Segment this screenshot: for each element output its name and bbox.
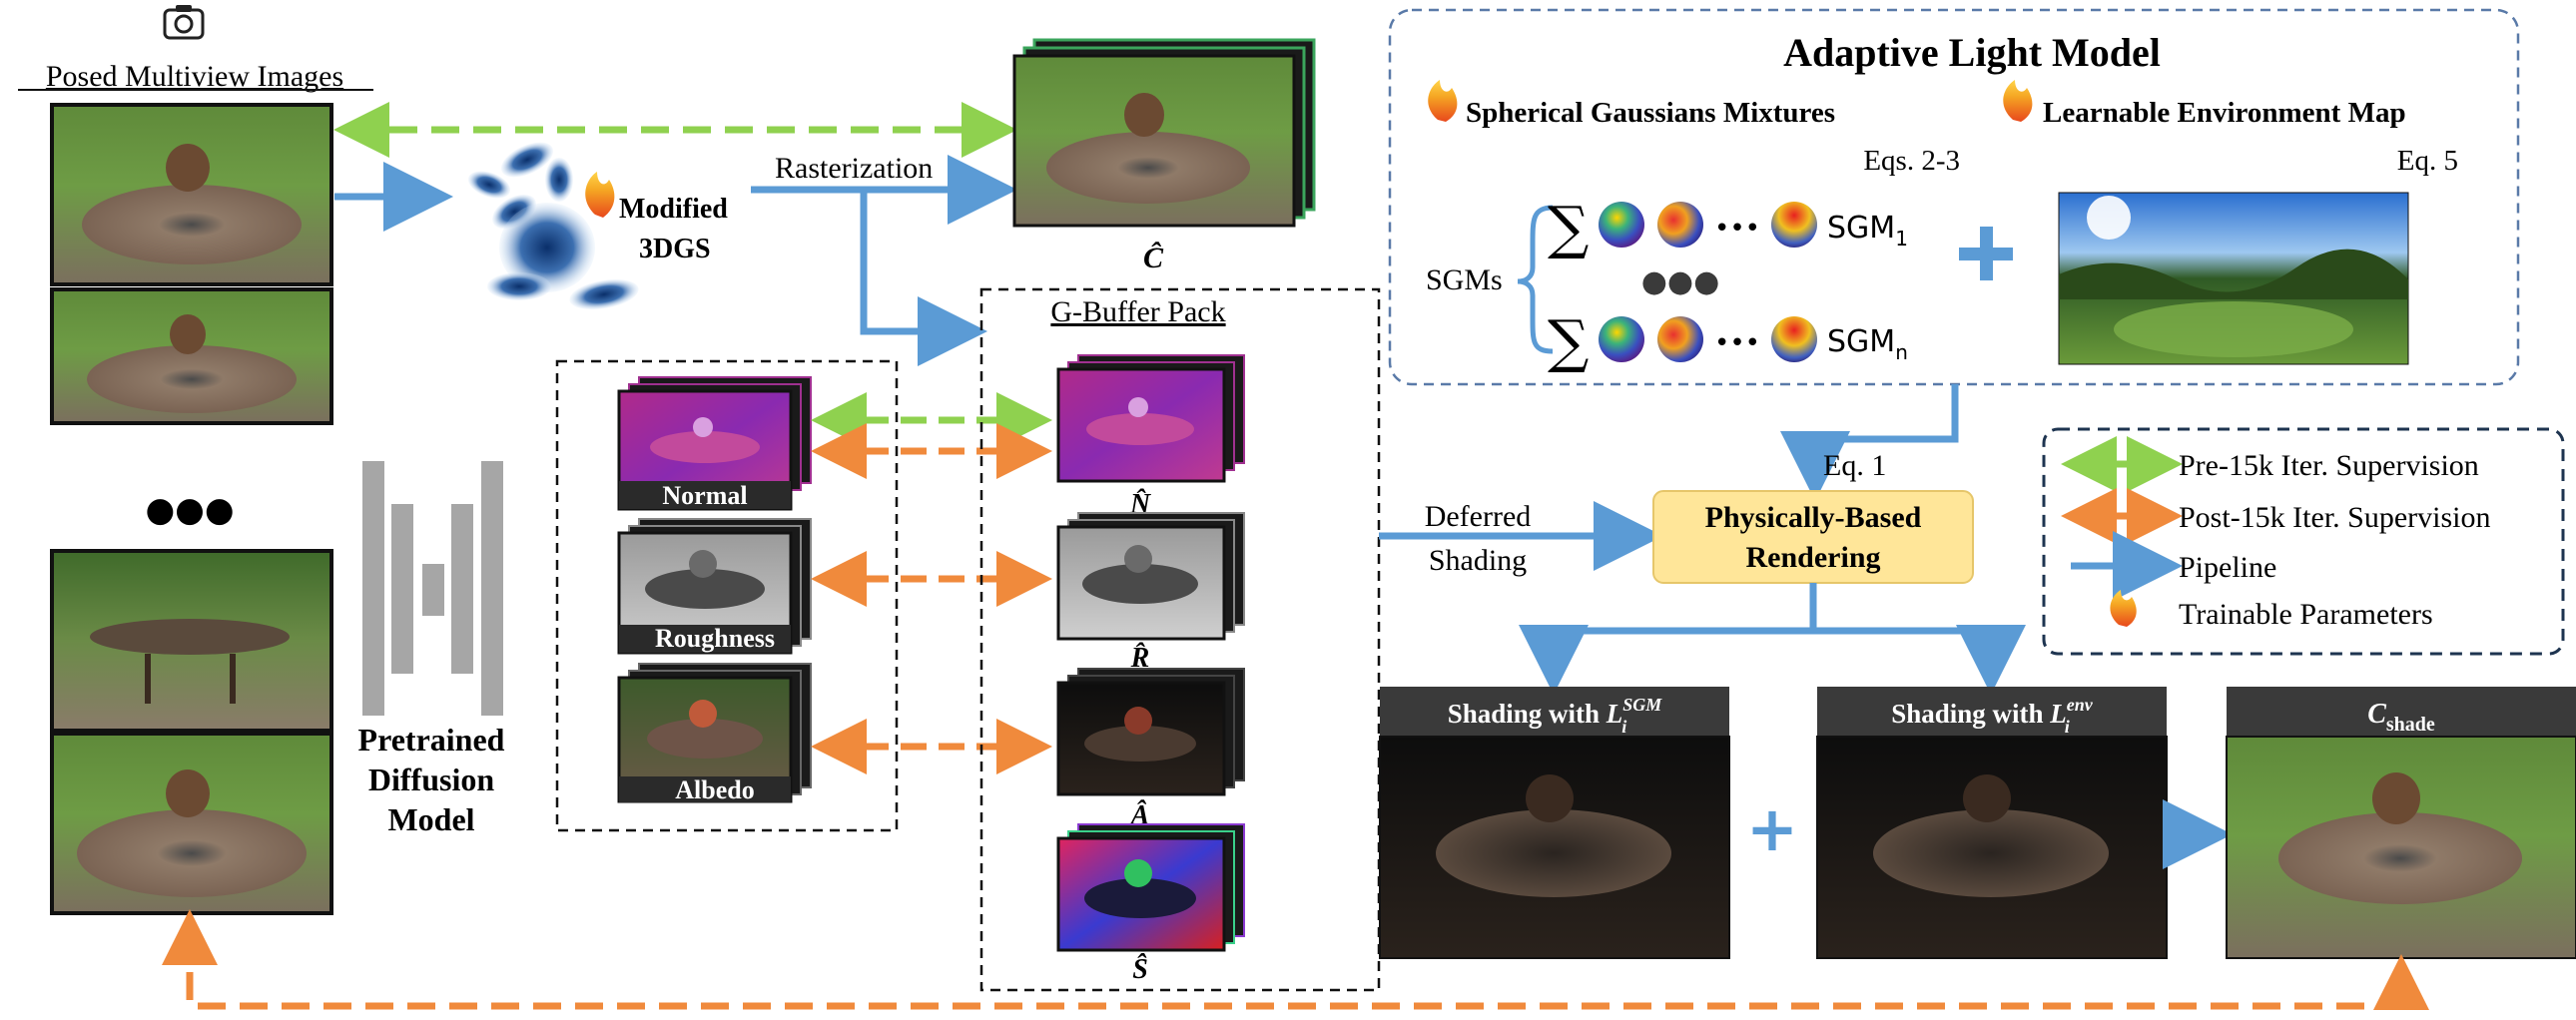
legend-pre-label: Pre-15k Iter. Supervision bbox=[2179, 449, 2479, 482]
gbuffer-albedo bbox=[1056, 668, 1245, 796]
flame-icon-sgm bbox=[1428, 80, 1458, 122]
gbuffer-r-hat: R̂ bbox=[1130, 642, 1150, 674]
sgms-brace bbox=[1517, 205, 1554, 354]
sg-sphere-1b bbox=[1657, 202, 1703, 248]
diffusion-label-1: Pretrained bbox=[358, 722, 505, 758]
light-model-plus bbox=[1959, 227, 2013, 280]
prior-roughness-label: Roughness bbox=[655, 624, 775, 653]
sgm-heading: Spherical Gaussians Mixtures bbox=[1466, 97, 1835, 129]
gbuffer-roughness bbox=[1056, 512, 1245, 641]
gaussians-label-2: 3DGS bbox=[639, 234, 711, 264]
priors-box bbox=[555, 359, 899, 832]
pbr-label-2: Rendering bbox=[1746, 541, 1881, 574]
gbuffer-s-hat: Ŝ bbox=[1132, 954, 1148, 985]
deferred-label-2: Shading bbox=[1429, 544, 1527, 577]
output-sgm bbox=[1379, 687, 1730, 959]
eq1-label: Eq. 1 bbox=[1823, 449, 1886, 482]
input-ellipsis: ●●● bbox=[145, 490, 234, 530]
post15k-arrow-output bbox=[186, 930, 2429, 1010]
sg-dots-1: ••• bbox=[1714, 214, 1760, 244]
diffusion-model-icon bbox=[362, 461, 503, 716]
camera-icon bbox=[163, 5, 205, 40]
sg-sphere-nc bbox=[1771, 316, 1817, 362]
output-env bbox=[1816, 687, 2168, 959]
sgm-eqs: Eqs. 2-3 bbox=[1863, 145, 1960, 177]
legend-box bbox=[2042, 427, 2565, 656]
gaussians-icon bbox=[467, 142, 639, 310]
diffusion-label-2: Diffusion bbox=[368, 762, 494, 797]
c-hat-label: Ĉ bbox=[1143, 242, 1164, 274]
gbuffer-normal bbox=[1056, 354, 1245, 483]
env-eq: Eq. 5 bbox=[2397, 145, 2458, 177]
flame-icon-env bbox=[2003, 80, 2033, 122]
light-model-title: Adaptive Light Model bbox=[1783, 30, 2161, 75]
input-image-2 bbox=[50, 287, 333, 425]
sgm1-label: SGM1 bbox=[1827, 211, 1908, 251]
sgms-label: SGMs bbox=[1426, 263, 1503, 296]
rasterization-label: Rasterization bbox=[775, 152, 933, 185]
eq1-arrow bbox=[1780, 384, 1959, 501]
input-images-title: Posed Multiview Images bbox=[46, 60, 343, 93]
diffusion-label-3: Model bbox=[387, 801, 474, 837]
output-shade-title: Cshade bbox=[2367, 699, 2435, 736]
gbuffer-title: G-Buffer Pack bbox=[1050, 295, 1225, 328]
prior-normal-label: Normal bbox=[662, 481, 747, 510]
prior-normal bbox=[617, 376, 812, 511]
sg-sphere-1c bbox=[1771, 202, 1817, 248]
sg-sphere-1a bbox=[1599, 202, 1644, 248]
pbr-split-arrow bbox=[1519, 583, 1817, 695]
env-heading: Learnable Environment Map bbox=[2043, 97, 2406, 129]
output-shade bbox=[2226, 687, 2576, 959]
pbr-split-arrow-2 bbox=[1813, 625, 2026, 695]
sgms-ellipsis: ●●● bbox=[1641, 264, 1720, 299]
sgmn-label: SGMn bbox=[1827, 324, 1908, 364]
legend-post-label: Post-15k Iter. Supervision bbox=[2179, 501, 2491, 534]
output-plus: + bbox=[1746, 792, 1798, 865]
c-hat-stack bbox=[1012, 38, 1316, 228]
prior-albedo bbox=[617, 663, 812, 803]
sum-symbol-n: ∑ bbox=[1548, 307, 1589, 375]
input-image-3 bbox=[50, 549, 333, 733]
prior-albedo-label: Albedo bbox=[675, 775, 754, 804]
deferred-label-1: Deferred bbox=[1425, 500, 1532, 533]
sg-dots-n: ••• bbox=[1714, 328, 1760, 358]
gbuffer-arrow bbox=[860, 190, 987, 366]
env-map bbox=[2058, 192, 2409, 365]
sum-symbol-1: ∑ bbox=[1548, 194, 1589, 261]
input-image-1 bbox=[50, 103, 333, 286]
legend-trainable-label: Trainable Parameters bbox=[2179, 598, 2433, 631]
flame-icon bbox=[585, 172, 615, 218]
pbr-label-1: Physically-Based bbox=[1705, 501, 1922, 534]
sg-sphere-nb bbox=[1657, 316, 1703, 362]
legend-flame-icon bbox=[2110, 590, 2137, 627]
sg-sphere-na bbox=[1599, 316, 1644, 362]
gbuffer-specular bbox=[1056, 823, 1245, 952]
gaussians-label-1: Modified bbox=[619, 194, 728, 225]
legend-pipeline-label: Pipeline bbox=[2179, 551, 2276, 584]
prior-roughness bbox=[617, 518, 812, 655]
gbuffer-box bbox=[979, 287, 1381, 992]
input-image-4 bbox=[50, 732, 333, 915]
